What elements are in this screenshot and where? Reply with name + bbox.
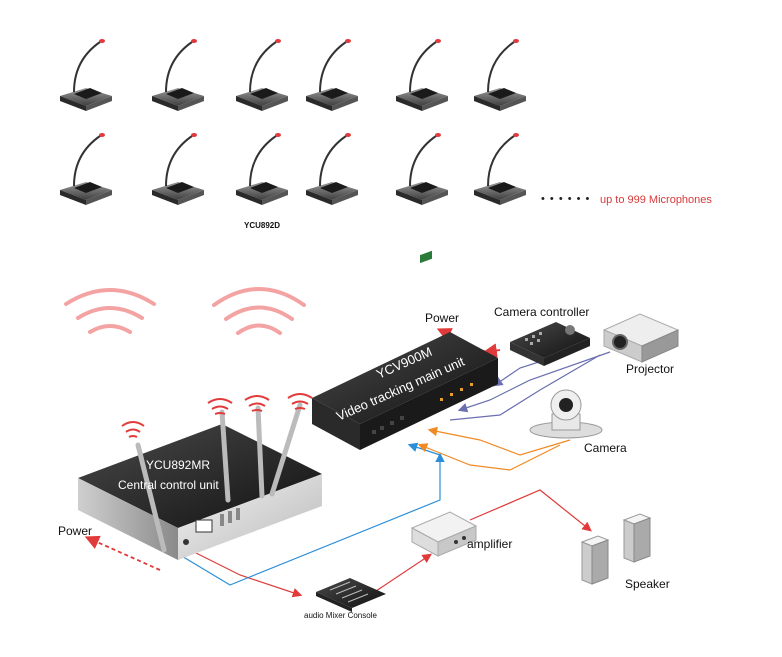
microphone-unit xyxy=(396,133,448,205)
mic-model-label: YCU892D xyxy=(244,221,281,230)
more-mics-label: up to 999 Microphones xyxy=(600,194,712,206)
camera-controller-label: Camera controller xyxy=(494,305,590,319)
microphone-unit xyxy=(236,39,288,111)
main-unit-device xyxy=(312,250,498,450)
projector-label: Projector xyxy=(626,362,675,376)
microphone-unit xyxy=(474,39,526,111)
microphone-unit xyxy=(152,133,204,205)
microphone-unit xyxy=(60,133,112,205)
microphone-unit xyxy=(60,39,112,111)
power-left-label: Power xyxy=(58,524,93,538)
microphone-unit xyxy=(236,133,288,205)
speakers-device xyxy=(580,513,652,585)
power-top-label: Power xyxy=(425,311,460,325)
microphone-array xyxy=(60,39,526,205)
speaker-label: Speaker xyxy=(625,577,670,591)
projector-device xyxy=(602,313,680,363)
amplifier-device xyxy=(410,511,478,557)
microphone-unit xyxy=(474,133,526,205)
more-dots: • • • • • • xyxy=(541,193,591,205)
antennas xyxy=(135,402,303,553)
wireless-signal-right-icon xyxy=(212,287,306,335)
connection-lines xyxy=(84,328,611,598)
camera-label: Camera xyxy=(584,441,627,455)
camera-controller-device xyxy=(510,322,590,366)
antenna-signal-icons xyxy=(121,393,313,438)
wireless-signal-left-icon xyxy=(64,288,156,334)
amplifier-label: amplifier xyxy=(467,537,513,551)
microphone-unit xyxy=(306,133,358,205)
mixer-label: audio Mixer Console xyxy=(304,611,377,620)
microphone-unit xyxy=(306,39,358,111)
central-unit-name: YCU892MR xyxy=(146,458,211,472)
mixer-device xyxy=(316,578,386,612)
microphone-unit xyxy=(396,39,448,111)
central-unit-desc: Central control unit xyxy=(118,478,219,492)
camera-device xyxy=(529,389,603,439)
microphone-unit xyxy=(152,39,204,111)
